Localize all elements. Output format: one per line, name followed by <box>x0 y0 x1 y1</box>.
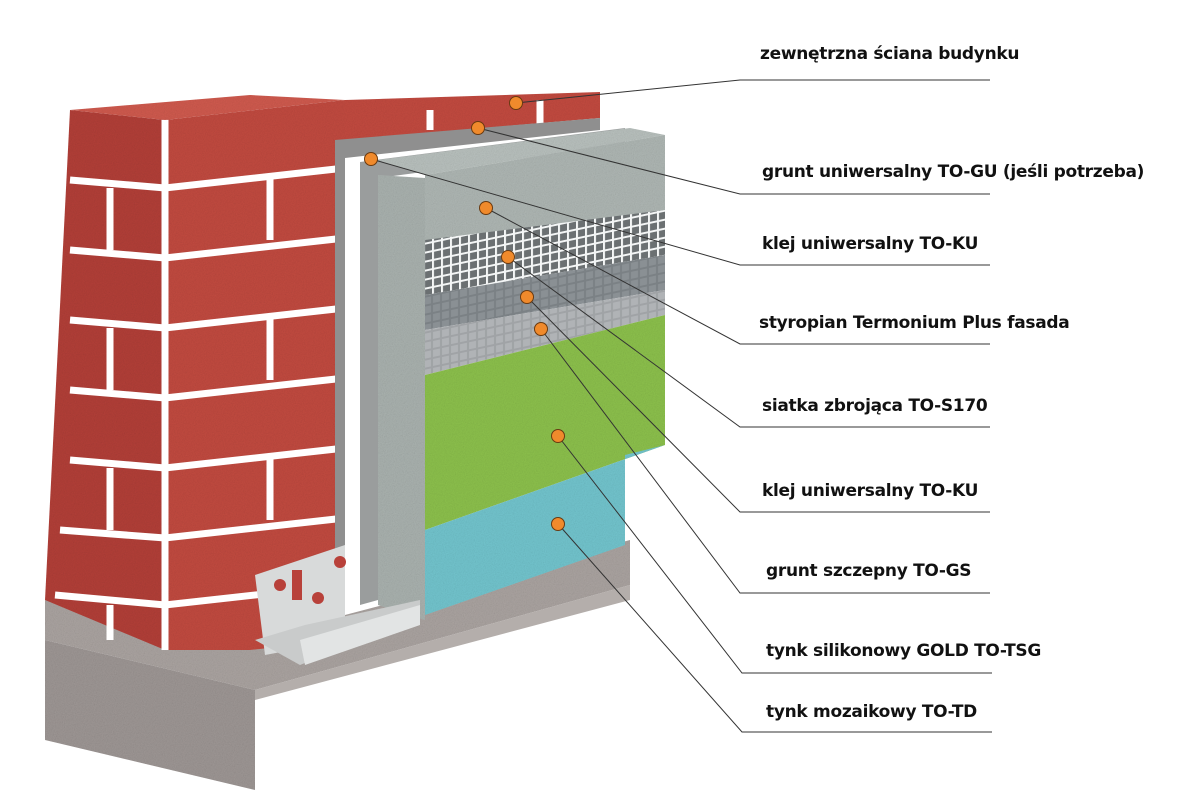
label-to-ku-2: klej uniwersalny TO-KU <box>762 481 979 501</box>
marker-to-tsg <box>551 429 565 443</box>
leader-line-mesh <box>507 256 990 428</box>
leader-lines <box>370 79 992 733</box>
label-to-tsg: tynk silikonowy GOLD TO-TSG <box>766 641 1042 661</box>
label-mesh: siatka zbrojąca TO-S170 <box>762 396 988 416</box>
marker-to-ku-2 <box>520 290 534 304</box>
foundation <box>45 540 630 790</box>
marker-wall <box>509 96 523 110</box>
leader-line-eps <box>485 207 990 345</box>
leader-line-to-ku-1 <box>370 158 990 266</box>
mosaic-plaster-layer <box>425 445 665 615</box>
leader-line-to-gs <box>540 328 990 594</box>
leader-line-wall <box>515 79 990 104</box>
marker-to-gu <box>471 121 485 135</box>
label-to-gu: grunt uniwersalny TO-GU (jeśli potrzeba) <box>762 162 1145 182</box>
brick-mortar-lines <box>54 100 544 650</box>
marker-mesh <box>501 250 515 264</box>
leader-line-to-gu <box>477 127 990 195</box>
silicone-plaster-layer <box>425 315 665 530</box>
markers <box>364 96 565 531</box>
marker-eps <box>479 201 493 215</box>
brick-wall <box>45 92 600 650</box>
marker-to-td <box>551 517 565 531</box>
leader-line-to-td <box>557 523 992 733</box>
marker-to-gs <box>534 322 548 336</box>
leader-line-to-tsg <box>557 435 992 674</box>
reinforcement-mesh <box>425 210 665 295</box>
label-eps: styropian Termonium Plus fasada <box>759 313 1070 333</box>
label-to-gs: grunt szczepny TO-GS <box>766 561 972 581</box>
label-to-ku-1: klej uniwersalny TO-KU <box>762 234 979 254</box>
starter-profile <box>255 545 420 665</box>
label-wall: zewnętrzna ściana budynku <box>760 44 1020 64</box>
label-to-td: tynk mozaikowy TO-TD <box>766 702 977 722</box>
leader-line-to-ku-2 <box>526 296 990 513</box>
mesh-adhesive-layer <box>425 255 665 330</box>
marker-to-ku-1 <box>364 152 378 166</box>
